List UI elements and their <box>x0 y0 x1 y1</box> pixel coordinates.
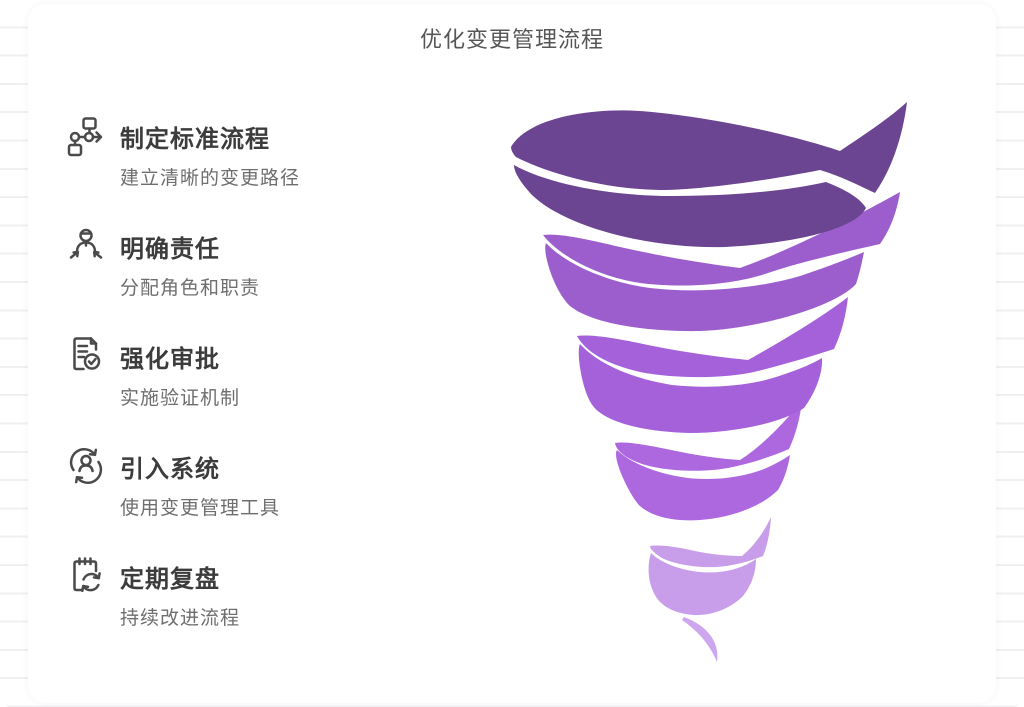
person-focus-icon <box>64 224 108 268</box>
list-item: 定期复盘 持续改进流程 <box>64 554 364 629</box>
step-subtitle: 持续改进流程 <box>120 608 241 629</box>
step-subtitle: 实施验证机制 <box>120 388 241 409</box>
list-item: 制定标准流程 建立清晰的变更路径 <box>64 114 364 189</box>
step-title: 引入系统 <box>120 455 220 483</box>
person-cycle-icon <box>64 444 108 488</box>
step-list: 制定标准流程 建立清晰的变更路径 明确责任 分配角色和职责 <box>64 114 364 664</box>
step-subtitle: 使用变更管理工具 <box>120 498 281 519</box>
step-subtitle: 分配角色和职责 <box>120 278 261 299</box>
workflow-icon <box>64 114 108 158</box>
step-title: 强化审批 <box>120 345 220 373</box>
document-check-icon <box>64 334 108 378</box>
list-item: 引入系统 使用变更管理工具 <box>64 444 364 519</box>
step-title: 制定标准流程 <box>120 125 270 153</box>
step-subtitle: 建立清晰的变更路径 <box>120 168 301 189</box>
list-item: 明确责任 分配角色和职责 <box>64 224 364 299</box>
calendar-refresh-icon <box>64 554 108 598</box>
list-item: 强化审批 实施验证机制 <box>64 334 364 409</box>
step-title: 定期复盘 <box>120 565 220 593</box>
page-title: 优化变更管理流程 <box>419 27 604 52</box>
step-title: 明确责任 <box>120 235 220 263</box>
